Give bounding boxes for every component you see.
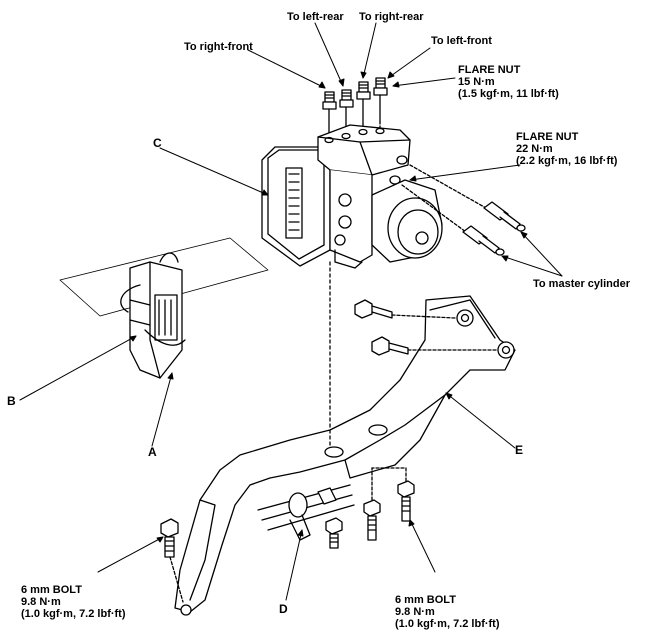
fitting-left-front xyxy=(373,77,388,123)
harness-clamp xyxy=(257,484,355,541)
callout-b: B xyxy=(7,394,16,408)
fitting-master-2 xyxy=(462,225,505,256)
bolt-right-callout: 6 mm BOLT 9.8 N·m (1.0 kgf·m, 7.2 lbf·ft… xyxy=(395,594,500,630)
callout-d: D xyxy=(279,602,288,616)
flare-nut-15-alt: (1.5 kgf·m, 11 lbf·ft) xyxy=(458,88,559,100)
callout-a: A xyxy=(148,445,157,459)
bolt-left xyxy=(160,518,184,603)
bolt-left-torque: 9.8 N·m xyxy=(21,596,61,608)
fitting-master-1 xyxy=(483,201,526,232)
bolt-upper-1 xyxy=(354,299,456,319)
flare-nut-22-alt: (2.2 kgf·m, 16 lbf·ft) xyxy=(516,155,618,167)
flare-nut-15-callout: FLARE NUT 15 N·m (1.5 kgf·m, 11 lbf·ft) xyxy=(458,64,559,100)
label-to-right-rear: To right-rear xyxy=(359,11,424,23)
bolt-left-callout: 6 mm BOLT 9.8 N·m (1.0 kgf·m, 7.2 lbf·ft… xyxy=(21,584,126,620)
abs-modulator-unit xyxy=(261,124,443,269)
bolt-right-alt: (1.0 kgf·m, 7.2 lbf·ft) xyxy=(395,618,500,630)
fitting-right-front xyxy=(322,91,337,133)
bolt-lower-1 xyxy=(325,517,343,549)
bolt-left-alt: (1.0 kgf·m, 7.2 lbf·ft) xyxy=(21,608,126,620)
bolts xyxy=(160,299,499,603)
sensor-assembly xyxy=(59,237,269,379)
bolt-left-title: 6 mm BOLT xyxy=(21,584,82,596)
flare-nut-22-title: FLARE NUT xyxy=(516,131,579,143)
leader-lines xyxy=(19,22,563,601)
modulator-bracket xyxy=(174,295,516,616)
master-cylinder-fittings xyxy=(401,164,526,256)
callout-c: C xyxy=(153,136,162,150)
fitting-right-rear xyxy=(356,81,371,125)
callout-e: E xyxy=(515,443,524,457)
bolt-lower-3 xyxy=(371,467,415,522)
label-to-left-front: To left-front xyxy=(431,35,492,47)
label-to-left-rear: To left-rear xyxy=(287,11,344,23)
flare-nut-22-callout: FLARE NUT 22 N·m (2.2 kgf·m, 16 lbf·ft) xyxy=(516,131,617,167)
fitting-left-rear xyxy=(339,89,354,129)
bolt-upper-2 xyxy=(371,336,499,356)
bolt-right-torque: 9.8 N·m xyxy=(395,606,435,618)
flare-nut-15-title: FLARE NUT xyxy=(458,64,521,76)
bolt-lower-2 xyxy=(363,467,381,541)
bolt-right-title: 6 mm BOLT xyxy=(395,594,456,606)
flare-nut-22-torque: 22 N·m xyxy=(516,143,553,155)
label-to-master-cylinder: To master cylinder xyxy=(533,278,630,290)
label-to-right-front: To right-front xyxy=(184,41,253,53)
flare-nut-15-torque: 15 N·m xyxy=(458,76,495,88)
